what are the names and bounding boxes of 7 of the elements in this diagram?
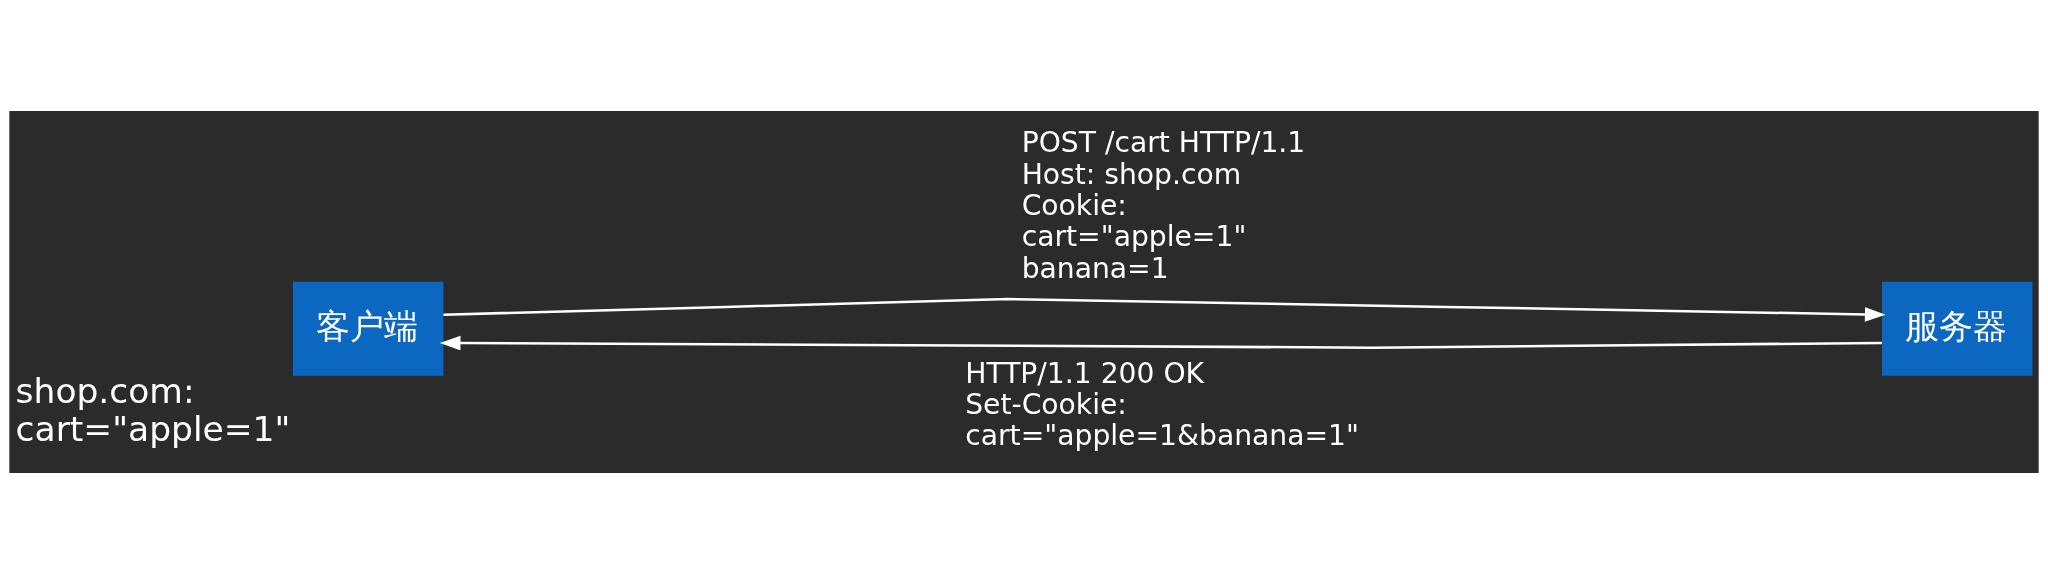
node-label: shop.com: cart="apple=1" (15, 371, 291, 450)
arrow (439, 335, 1882, 351)
edge-label: HTTP/1.1 200 OK Set-Cookie: cart="apple=1&banana=1" (965, 356, 1359, 453)
edge-label: POST /cart HTTP/1.1 Host: shop.com Cookie: cart="apple=1" banana=1 (1021, 126, 1306, 285)
node-box: 客户端 (292, 281, 444, 376)
arrow (443, 297, 1886, 322)
node-box: 服务器 (1882, 281, 2033, 376)
